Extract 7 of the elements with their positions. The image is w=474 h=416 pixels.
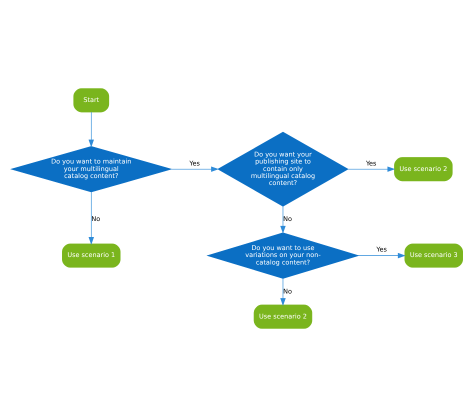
arrow [358, 252, 406, 258]
arrow [88, 191, 94, 244]
arrow [88, 111, 94, 147]
arrow [280, 278, 286, 306]
arrow [171, 166, 219, 172]
arrow [280, 206, 286, 234]
arrow [348, 166, 396, 172]
